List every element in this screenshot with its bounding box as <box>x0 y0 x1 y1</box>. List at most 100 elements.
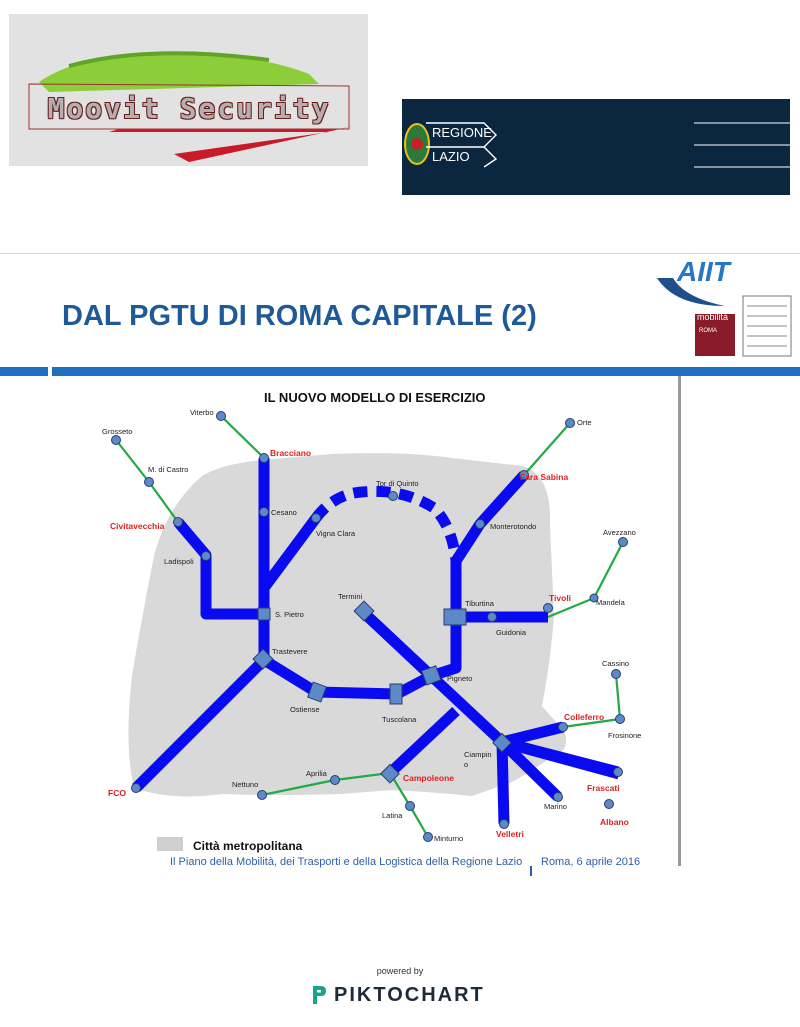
label-monterotondo: Monterotondo <box>490 522 536 531</box>
slide-title: DAL PGTU DI ROMA CAPITALE (2) <box>62 300 537 332</box>
label-tor-di-quinto: Tor di Quinto <box>376 479 419 488</box>
line-marino <box>498 738 562 801</box>
node-tivoli <box>543 603 553 613</box>
station-labels: Viterbo Grosseto Bracciano M. di Castro … <box>102 408 641 843</box>
label-latina: Latina <box>382 811 403 820</box>
lazio-logo-line2: LAZIO <box>432 149 470 164</box>
title-underline-bar <box>0 367 800 376</box>
node-cassino <box>611 669 621 679</box>
hub-tuscolana <box>389 683 403 705</box>
label-colleferro: Colleferro <box>564 712 604 722</box>
line-fara-sabina <box>429 471 529 682</box>
line-velletri <box>496 741 510 825</box>
line-fl3-civitavecchia <box>173 458 270 620</box>
node-viterbo <box>216 411 226 421</box>
node-monterotondo <box>475 519 485 529</box>
aiit-logo-text: AIIT <box>677 256 730 287</box>
moovit-logo-text: Moovit Security <box>47 92 331 125</box>
footer-source: Il Piano della Mobilità, dei Trasporti e… <box>170 856 523 868</box>
stations <box>111 411 628 842</box>
label-vigna-clara: Vigna Clara <box>316 529 356 538</box>
hub-termini <box>353 600 375 622</box>
ring-dashed <box>311 485 462 562</box>
node-ladispoli <box>201 551 211 561</box>
label-termini: Termini <box>338 592 363 601</box>
hub-ciampino <box>492 732 512 753</box>
legend-swatch <box>157 837 183 851</box>
label-viterbo: Viterbo <box>190 408 214 417</box>
regione-lazio-logo: REGIONE LAZIO <box>402 99 790 195</box>
label-nettuno: Nettuno <box>232 780 258 789</box>
label-marino: Marino <box>544 802 567 811</box>
label-tuscolana: Tuscolana <box>382 715 417 724</box>
label-tivoli: Tivoli <box>549 593 571 603</box>
node-velletri <box>499 819 509 829</box>
label-avezzano: Avezzano <box>603 528 636 537</box>
node-marino <box>553 792 563 802</box>
footer-separator <box>530 866 532 876</box>
rail-network-map: .lbl{font-family:"Liberation Sans",sans-… <box>102 390 641 853</box>
piktochart-icon <box>313 986 326 1004</box>
node-frosinone <box>615 714 625 724</box>
label-s-pietro: S. Pietro <box>275 610 304 619</box>
label-ladispoli: Ladispoli <box>164 557 194 566</box>
aiit-swoosh-icon <box>657 278 792 357</box>
node-vigna-clara <box>311 513 321 523</box>
label-velletri: Velletri <box>496 829 524 839</box>
label-fara-sabina: Fara Sabina <box>520 472 568 482</box>
node-colleferro <box>558 722 568 732</box>
label-aprilia: Aprilia <box>306 769 328 778</box>
map-title: IL NUOVO MODELLO DI ESERCIZIO <box>264 390 486 405</box>
label-bracciano: Bracciano <box>270 448 311 458</box>
powered-by-text: powered by <box>376 966 424 976</box>
node-grosseto <box>111 435 121 445</box>
label-trastevere: Trastevere <box>272 647 308 656</box>
label-grosseto: Grosseto <box>102 427 132 436</box>
label-frosinone: Frosinone <box>608 731 641 740</box>
piktochart-wordmark: PIKTOCHART <box>334 983 485 1006</box>
mobilita-logo-line2: ROMA <box>699 328 717 334</box>
node-guidonia <box>487 612 497 622</box>
mobilita-logo-line1: mobilità <box>697 312 729 322</box>
label-ciampino-2: o <box>464 760 468 769</box>
hub-trastevere <box>252 648 274 670</box>
hub-pigneto <box>421 665 442 686</box>
label-civitavecchia: Civitavecchia <box>110 521 165 531</box>
moovit-security-logo: Moovit Security <box>9 14 368 166</box>
footer-date: Roma, 6 aprile 2016 <box>541 856 641 868</box>
node-latina <box>405 801 415 811</box>
branch-grosseto <box>115 439 150 483</box>
aiit-logo: AIIT mobilità ROMA <box>655 256 795 361</box>
label-m-di-castro: M. di Castro <box>148 465 188 474</box>
node-fco <box>131 783 141 793</box>
label-minturno: Minturno <box>434 834 463 843</box>
piktochart-logo[interactable]: PIKTOCHART <box>310 982 485 1008</box>
node-cesano <box>259 507 269 517</box>
label-guidonia: Guidonia <box>496 628 527 637</box>
label-albano: Albano <box>600 817 629 827</box>
node-avezzano <box>618 537 628 547</box>
label-cassino: Cassino <box>602 659 629 668</box>
line-termini-pigneto <box>359 607 435 681</box>
node-bracciano <box>259 453 269 463</box>
label-ciampino-1: Ciampin <box>464 750 492 759</box>
label-frascati: Frascati <box>587 783 620 793</box>
node-minturno <box>423 832 433 842</box>
legend-label: Città metropolitana <box>193 839 303 853</box>
node-civitavecchia <box>173 517 183 527</box>
label-cesano: Cesano <box>271 508 297 517</box>
header-divider <box>0 253 800 254</box>
label-fco: FCO <box>108 788 126 798</box>
line-frascati <box>500 736 620 778</box>
hub-campoleone <box>380 763 400 784</box>
node-tor-di-quinto <box>388 491 398 501</box>
line-campoleone <box>386 706 460 778</box>
hub-tiburtina <box>443 608 467 626</box>
node-aprilia <box>330 775 340 785</box>
hub-ostiense <box>307 681 327 703</box>
branch-orte <box>523 422 571 476</box>
line-fco <box>132 656 268 792</box>
node-orte <box>565 418 575 428</box>
branch-viterbo <box>220 415 265 459</box>
lazio-emblem-icon <box>404 122 790 168</box>
